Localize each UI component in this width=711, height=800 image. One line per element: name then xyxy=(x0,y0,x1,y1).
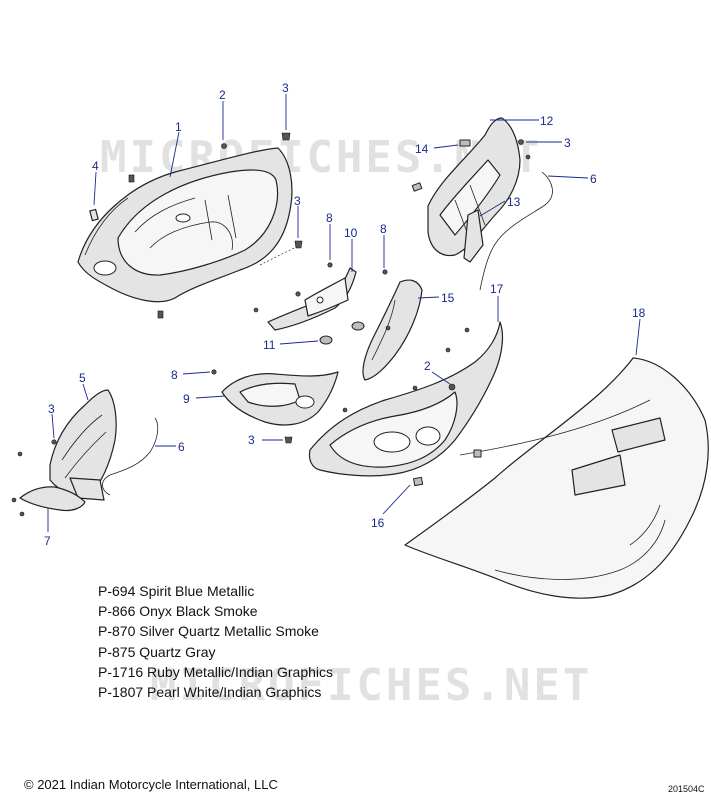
panel-part-7 xyxy=(11,486,86,517)
leader-13 xyxy=(479,200,506,217)
cable-part-6-bottom xyxy=(102,417,159,496)
screw-8-b xyxy=(382,269,388,275)
color-options-list: P-694 Spirit Blue Metallic P-866 Onyx Bl… xyxy=(98,581,333,702)
panel-part-9 xyxy=(211,369,339,426)
leader-8-c xyxy=(182,371,211,375)
leader-15 xyxy=(417,296,440,299)
callout-1: 1 xyxy=(175,120,182,134)
color-option: P-866 Onyx Black Smoke xyxy=(98,603,258,620)
callout-12: 12 xyxy=(540,114,554,128)
bracket-part-10 xyxy=(253,267,357,331)
leader-6-top xyxy=(547,175,589,179)
callout-3-right: 3 xyxy=(564,136,571,150)
callout-15: 15 xyxy=(441,291,455,305)
outer-fairing-part-18 xyxy=(404,357,709,599)
drawing-id: 201504C xyxy=(668,784,705,794)
copyright-notice: © 2021 Indian Motorcycle International, … xyxy=(24,777,278,792)
callout-8-c: 8 xyxy=(171,368,178,382)
leader-9 xyxy=(195,395,226,399)
clip-part-16 xyxy=(413,476,424,487)
callout-2-top: 2 xyxy=(219,88,226,102)
fastener-2-top xyxy=(221,143,227,149)
color-option: P-1716 Ruby Metallic/Indian Graphics xyxy=(98,663,334,680)
callout-3-bottom-left: 3 xyxy=(48,402,55,416)
callout-10: 10 xyxy=(344,226,358,240)
color-option: P-870 Silver Quartz Metallic Smoke xyxy=(98,623,319,640)
mount-part-12 xyxy=(411,117,531,257)
callout-3-lower: 3 xyxy=(248,433,255,447)
leader-11 xyxy=(279,340,319,345)
callout-2-lower: 2 xyxy=(424,359,431,373)
callout-3-top: 3 xyxy=(282,81,289,95)
color-option: P-1807 Pearl White/Indian Graphics xyxy=(98,684,322,701)
grommet-11-a xyxy=(351,321,365,331)
callout-6-top: 6 xyxy=(590,172,597,186)
leader-4 xyxy=(93,171,97,206)
callout-6-bottom: 6 xyxy=(178,440,185,454)
leader-14 xyxy=(433,144,459,149)
callout-4: 4 xyxy=(92,159,99,173)
callout-5: 5 xyxy=(79,371,86,385)
cable-part-6-top xyxy=(479,171,553,291)
panel-part-17 xyxy=(308,321,504,477)
callout-8-a: 8 xyxy=(326,211,333,225)
screw-3-top xyxy=(281,132,291,141)
color-option: P-694 Spirit Blue Metallic xyxy=(98,583,255,599)
inner-fairing-part xyxy=(77,147,293,319)
callout-13: 13 xyxy=(507,195,521,209)
callout-11: 11 xyxy=(263,338,276,352)
callout-14: 14 xyxy=(415,142,429,156)
panel-part-5 xyxy=(17,389,117,501)
leader-1 xyxy=(169,131,180,178)
leader-5 xyxy=(82,383,89,401)
callout-18: 18 xyxy=(632,306,646,320)
bracket-part-13 xyxy=(463,209,484,263)
callout-17: 17 xyxy=(490,282,504,296)
clip-part-4 xyxy=(89,208,99,222)
color-option: P-875 Quartz Gray xyxy=(98,643,216,660)
callout-7: 7 xyxy=(44,534,51,548)
watermark-bottom: MICROFICHES.NET xyxy=(150,660,592,711)
grommet-11-b xyxy=(319,335,333,345)
leader-16 xyxy=(382,484,411,515)
screw-3-lower-mid xyxy=(284,436,293,444)
callout-8-b: 8 xyxy=(380,222,387,236)
leader-2-lower xyxy=(431,371,451,385)
panel-part-15 xyxy=(362,279,423,381)
clip-part-16-b xyxy=(473,449,482,458)
callout-3-mid: 3 xyxy=(294,194,301,208)
callout-16: 16 xyxy=(371,516,385,530)
leader-18 xyxy=(635,318,641,356)
leader-3-bottom-left xyxy=(51,413,55,439)
screw-8-a xyxy=(327,262,333,268)
callout-9: 9 xyxy=(183,392,190,406)
